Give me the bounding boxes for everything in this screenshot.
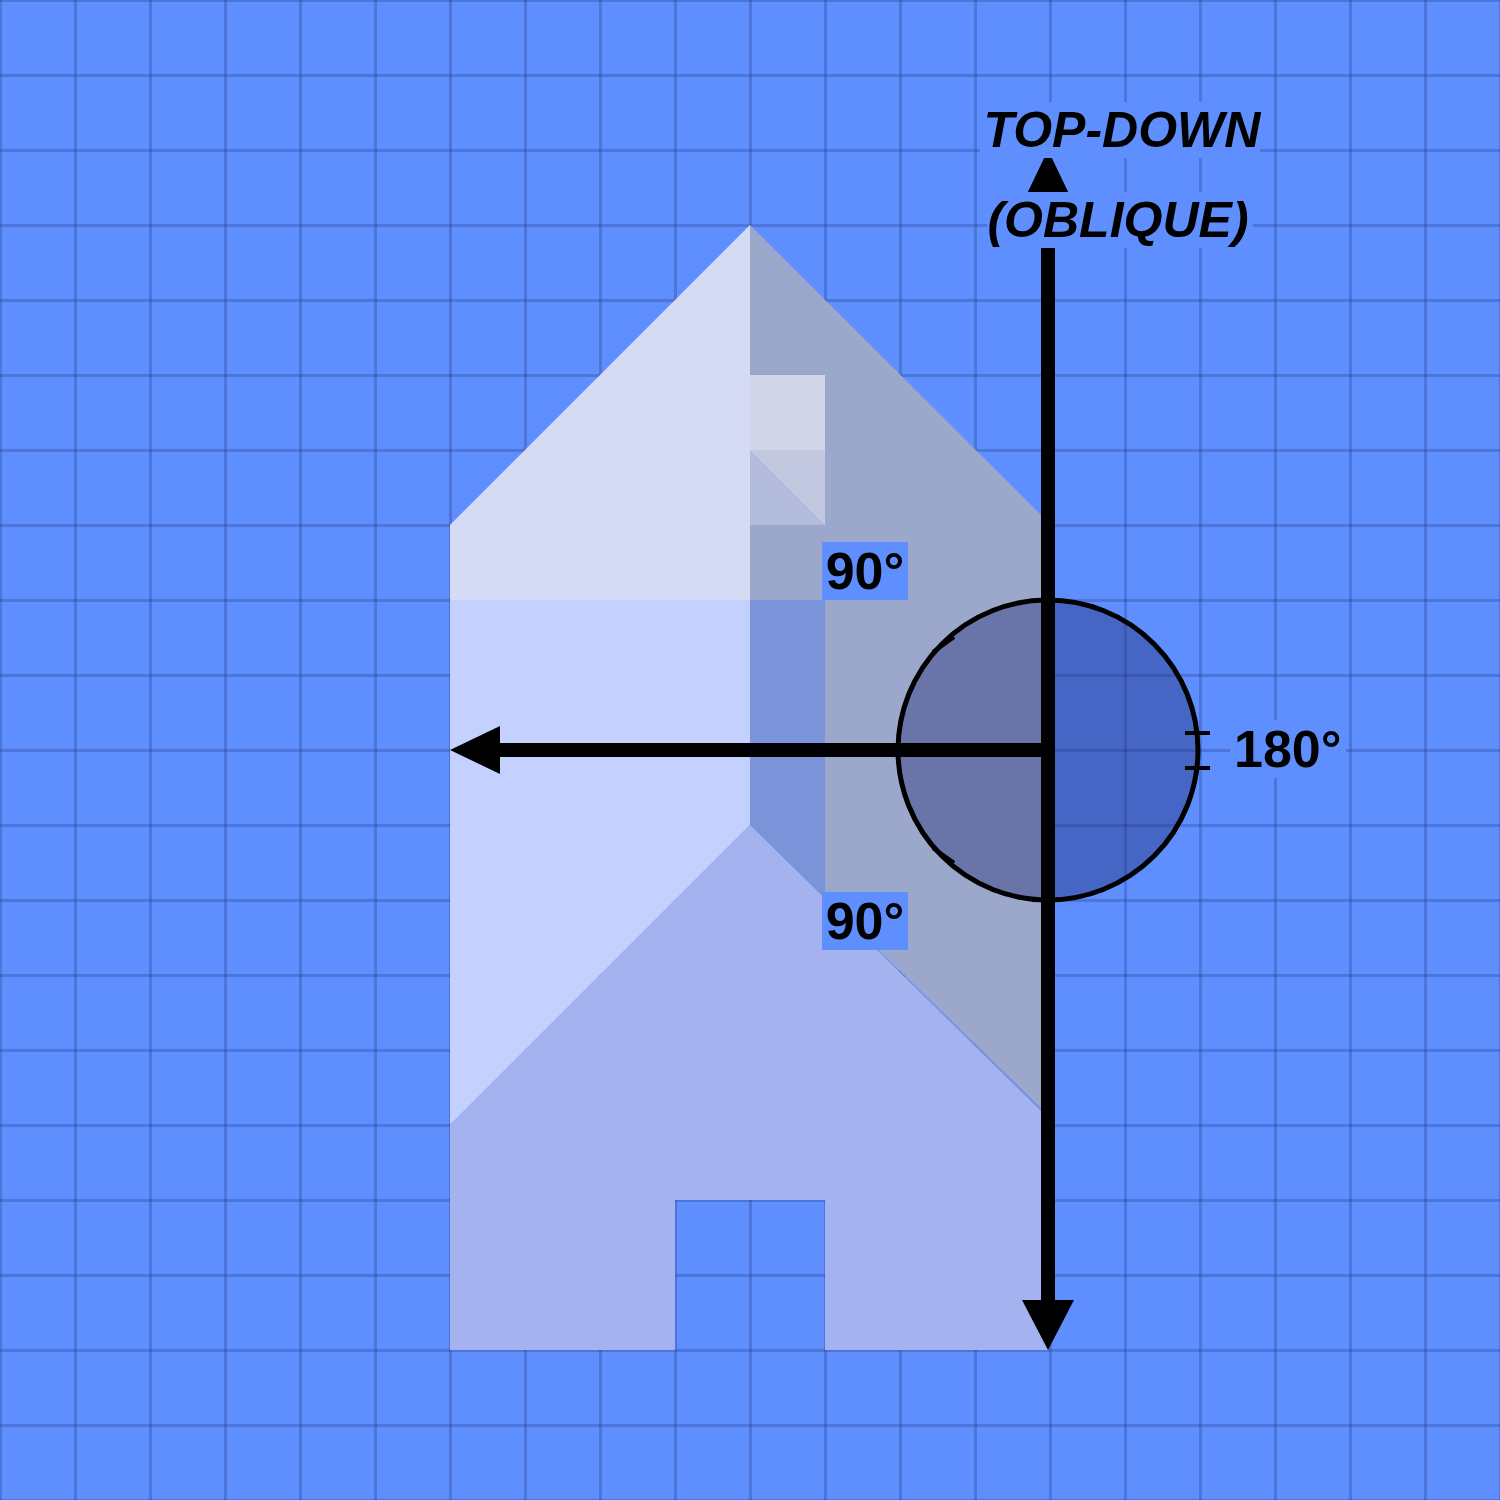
view-title-label: TOP-DOWN (OBLIQUE) [940,85,1300,265]
angle-label: 180° [1230,721,1346,778]
angle-tick [1185,731,1210,735]
angle-tick [933,848,954,863]
angle-tick [933,637,954,652]
arrow-head [1022,1300,1074,1350]
house-chimney-top [750,375,825,450]
arrow-head [450,726,500,774]
house-left-face [450,225,750,600]
angle-label: 90° [822,893,909,950]
house-opening-light [675,600,750,825]
angle-tick [1185,766,1210,770]
horizontal-axis [490,743,1048,757]
angle-label: 90° [822,543,909,600]
house-front-face [450,825,1048,1350]
house-chimney-shade [750,450,825,525]
house-chimney-side [750,450,825,525]
